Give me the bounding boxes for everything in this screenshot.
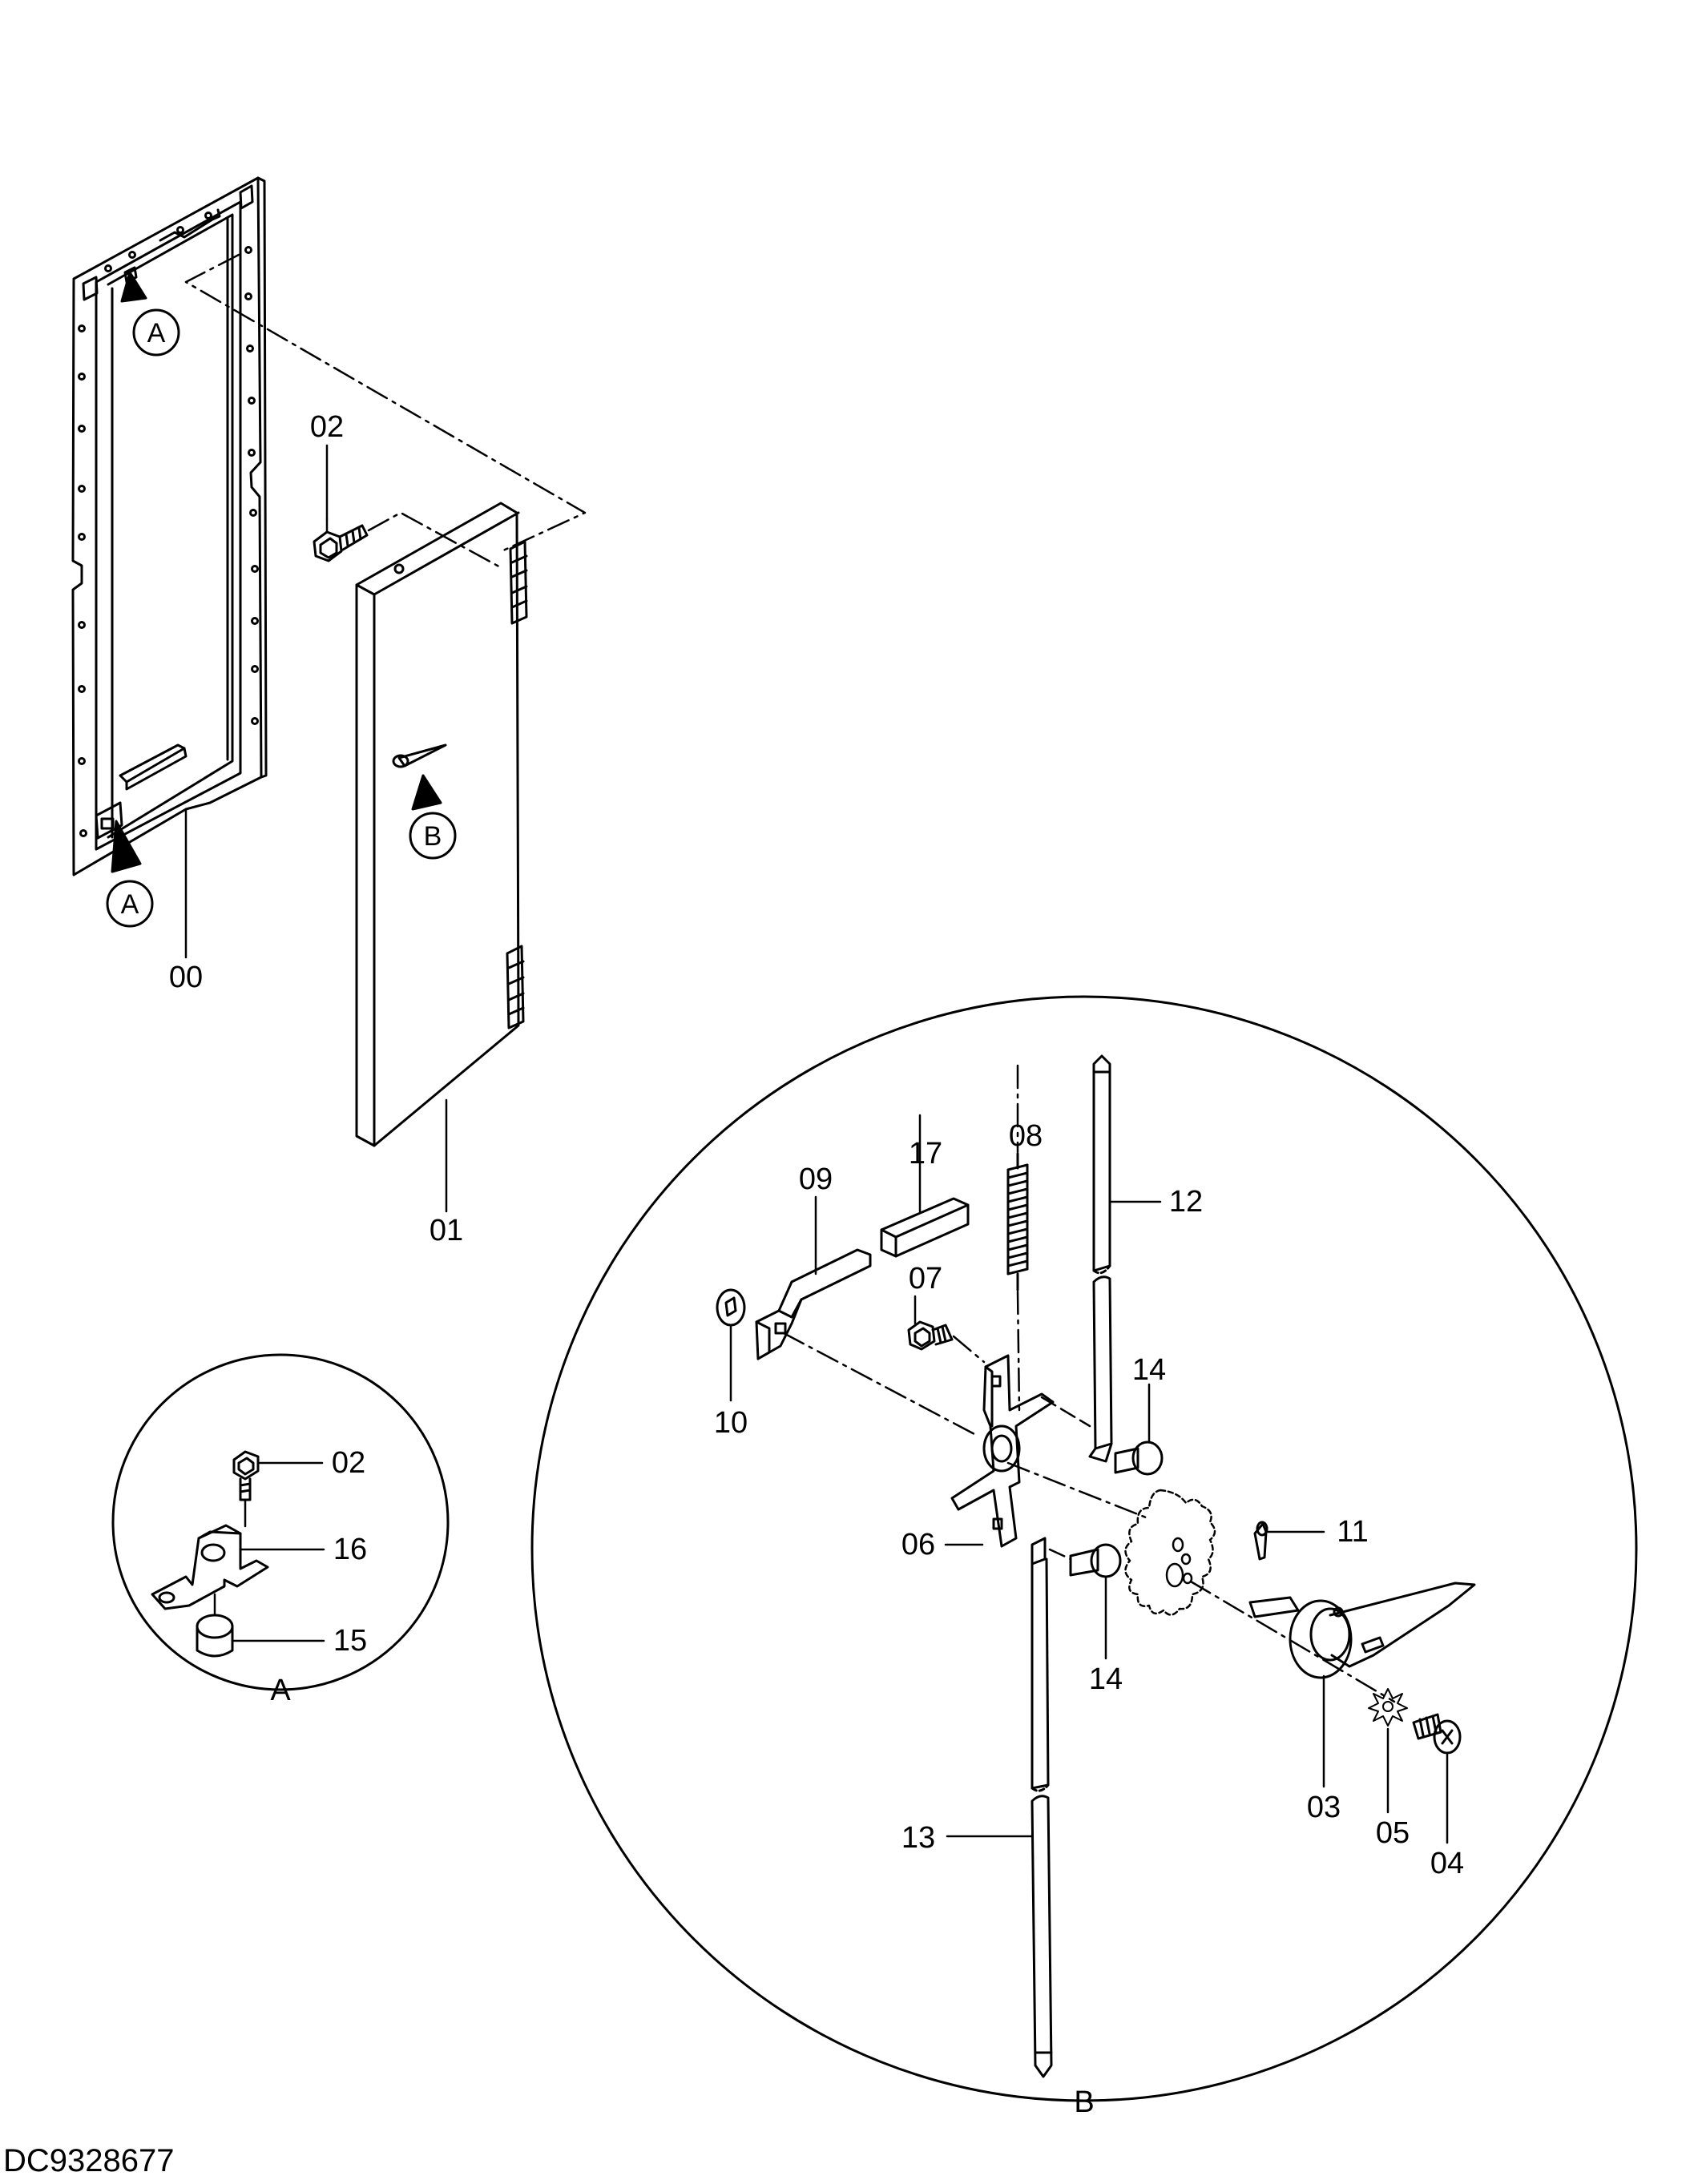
door-cutaway-section [1124, 1489, 1216, 1616]
part-label-05: 05 [1376, 1816, 1410, 1850]
lever-part-09 [755, 1195, 872, 1360]
rod-lower-part-13 [946, 1537, 1053, 2078]
detail-a-label-02: 02 [332, 1446, 365, 1480]
spring-part-08 [1006, 1064, 1029, 1412]
part-label-04: 04 [1430, 1847, 1464, 1880]
part-label-09: 09 [799, 1163, 833, 1196]
part-label-01: 01 [430, 1214, 463, 1247]
screw-part-04 [1412, 1713, 1462, 1844]
detail-view-a [111, 1353, 450, 1691]
pin-lower-part-14 [1069, 1543, 1122, 1660]
detail-a-label-15: 15 [333, 1624, 367, 1658]
drawing-number: DC9328677 [3, 2143, 175, 2178]
assembly-line-frame-door [184, 253, 587, 553]
view-label-a: A [270, 1674, 291, 1707]
lock-washer-part-05 [1368, 1688, 1408, 1814]
marker-a-top-letter: A [147, 318, 166, 349]
bushing-part-10 [716, 1288, 746, 1402]
part-label-14-upper: 14 [1132, 1353, 1166, 1387]
part-label-07: 07 [909, 1262, 942, 1295]
bolt-part-07 [907, 1295, 986, 1364]
part-label-14-lower: 14 [1089, 1662, 1123, 1696]
marker-b-door [409, 774, 457, 860]
marker-a-bottom [106, 820, 154, 928]
marker-a-bottom-letter: A [121, 889, 139, 920]
marker-a-top [120, 271, 180, 357]
part-label-13: 13 [901, 1821, 935, 1855]
door-part-01 [355, 502, 528, 1147]
part-label-10: 10 [714, 1406, 748, 1440]
part-label-11: 11 [1337, 1515, 1368, 1549]
detail-a-label-16: 16 [333, 1533, 367, 1566]
part-label-08: 08 [1009, 1119, 1043, 1153]
rod-upper-part-12 [1088, 1054, 1162, 1463]
cotter-pin-part-11 [1253, 1521, 1325, 1561]
plate-part-17 [880, 1114, 970, 1258]
pin-upper-part-14 [1114, 1383, 1164, 1476]
view-label-b: B [1074, 2085, 1094, 2119]
part-label-06: 06 [901, 1528, 935, 1561]
part-label-03: 03 [1307, 1791, 1341, 1824]
bolt-part-02 [313, 511, 505, 570]
part-label-17: 17 [909, 1137, 942, 1171]
part-label-12: 12 [1169, 1185, 1203, 1219]
frame-part-00 [71, 176, 268, 876]
detail-view-b [530, 995, 1638, 2102]
latch-body-part-06 [944, 1354, 1055, 1548]
part-label-00: 00 [169, 961, 203, 994]
handle-part-03 [1248, 1582, 1476, 1788]
part-label-02: 02 [310, 410, 344, 444]
marker-b-letter: B [424, 821, 442, 852]
